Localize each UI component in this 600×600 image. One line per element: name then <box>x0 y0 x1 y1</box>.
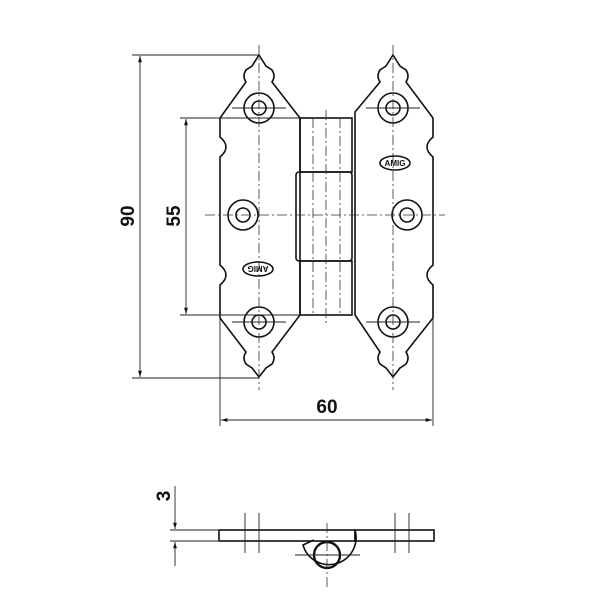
dimension-hole-spacing: 55 <box>164 117 300 316</box>
svg-text:3: 3 <box>154 491 175 502</box>
svg-text:AMIG: AMIG <box>385 159 406 168</box>
dimension-width: 60 <box>219 318 434 426</box>
dimension-thickness: 3 <box>154 486 218 566</box>
logo-right: AMIG <box>379 155 411 171</box>
dimension-height: 90 <box>118 54 259 379</box>
svg-text:60: 60 <box>316 397 337 418</box>
left-leaf-outline <box>219 53 301 379</box>
center-lines <box>205 45 445 390</box>
right-leaf-outline <box>354 53 434 379</box>
svg-text:AMIG: AMIG <box>248 264 269 273</box>
svg-text:90: 90 <box>118 205 139 226</box>
hinge-knuckles <box>295 110 353 325</box>
logo-left: AMIG <box>242 261 274 277</box>
side-view <box>218 513 435 588</box>
svg-text:55: 55 <box>164 205 185 227</box>
